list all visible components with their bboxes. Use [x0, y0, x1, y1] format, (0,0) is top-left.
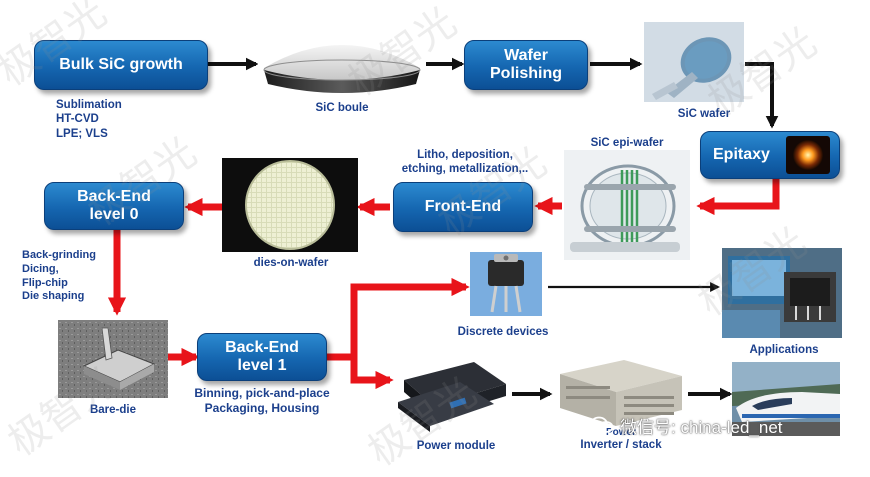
bare-die-label: Bare-die: [89, 404, 137, 416]
arrow-wafer-to-epitaxy: [745, 62, 779, 129]
back-end-0-step-3: Flip-chip: [22, 276, 68, 289]
box-wafer-polishing-line2: Polishing: [490, 65, 562, 82]
bulk-methods-list: Sublimation HT-CVD LPE; VLS: [56, 98, 122, 141]
back-end-1-steps: Binning, pick-and-place Packaging, Housi…: [180, 386, 344, 416]
front-end-step-1: Litho, deposition,: [417, 149, 513, 161]
back-end-1-step-1: Binning, pick-and-place: [194, 386, 330, 400]
back-end-0-step-2: Dicing,: [22, 262, 59, 275]
inverter-label-line2: Inverter / stack: [580, 438, 662, 451]
sic-wafer-label: SiC wafer: [677, 108, 731, 120]
applications-label: Applications: [749, 344, 819, 356]
sic-boule-label: SiC boule: [315, 102, 369, 114]
front-end-steps: Litho, deposition, etching, metallizatio…: [380, 148, 550, 177]
box-back-end-1-line1: Back-End: [225, 338, 299, 356]
box-bulk-sic-growth: Bulk SiC growth: [34, 40, 208, 90]
box-wafer-polishing-line1: Wafer: [504, 46, 548, 64]
dies-on-wafer-label: dies-on-wafer: [253, 257, 329, 269]
inverter-stack-image: [554, 352, 686, 430]
box-back-end-level-1: Back-End level 1: [197, 333, 327, 381]
bulk-method-lpe-vls: LPE; VLS: [56, 127, 108, 140]
connectors: [107, 57, 780, 401]
box-back-end-1-line2: level 1: [237, 357, 287, 374]
sic-process-diagram: Bulk SiC growth Wafer Polishing Epitaxy …: [0, 0, 842, 476]
applications-image: [722, 248, 842, 338]
bare-die-image: [58, 320, 168, 398]
wechat-icon: [590, 416, 614, 433]
train-image: [732, 362, 840, 436]
box-epitaxy-label: Epitaxy: [713, 145, 770, 163]
power-module-image: [394, 356, 512, 434]
box-back-end-0-line2: level 0: [89, 206, 139, 223]
box-front-end: Front-End: [393, 182, 533, 232]
arrow-backend1-to-powermodule: [350, 357, 394, 390]
discrete-devices-label: Discrete devices: [457, 326, 549, 338]
dies-on-wafer-image: [222, 158, 358, 252]
arrow-epitaxy-to-epiwafer: [696, 178, 780, 216]
inverter-label: Power Inverter / stack: [566, 427, 676, 451]
box-wafer-polishing: Wafer Polishing: [464, 40, 588, 90]
power-module-label: Power module: [416, 440, 496, 452]
sic-epi-wafer-image: [564, 150, 690, 260]
discrete-devices-image: [470, 252, 542, 316]
box-back-end-level-0: Back-End level 0: [44, 182, 184, 230]
back-end-0-step-4: Die shaping: [22, 290, 85, 303]
inverter-label-line1: Power: [605, 427, 636, 438]
epitaxy-glow-icon: [786, 136, 830, 174]
bulk-method-htcvd: HT-CVD: [56, 113, 99, 126]
arrow-backend1-to-discrete: [327, 277, 470, 361]
wechat-watermark: 微信号: china-led_net: [590, 412, 783, 438]
sic-boule-image: [258, 30, 426, 100]
sic-wafer-image: [644, 22, 744, 102]
back-end-0-steps: Back-grinding Dicing, Flip-chip Die shap…: [22, 249, 96, 304]
box-back-end-0-line1: Back-End: [77, 187, 151, 205]
back-end-1-step-2: Packaging, Housing: [204, 401, 320, 415]
sic-epi-wafer-label: SiC epi-wafer: [590, 137, 664, 149]
box-front-end-label: Front-End: [424, 197, 502, 215]
box-bulk-label: Bulk SiC growth: [59, 55, 183, 73]
back-end-0-step-1: Back-grinding: [22, 249, 96, 261]
wechat-id-text: 微信号: china-led_net: [620, 417, 783, 437]
bulk-method-sublimation: Sublimation: [56, 99, 122, 111]
front-end-step-2: etching, metallization,..: [401, 163, 529, 176]
